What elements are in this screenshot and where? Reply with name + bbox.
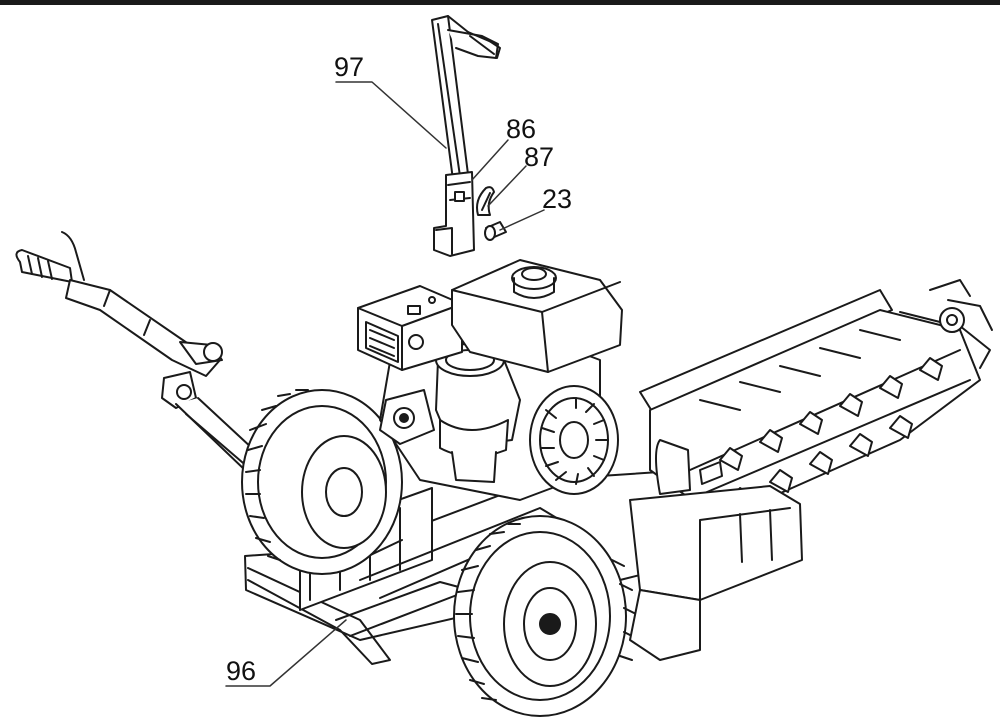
callout-line-86 [471, 139, 509, 181]
air-filter [357, 285, 463, 371]
callout-line-23 [499, 209, 545, 231]
cotter-pin [476, 186, 495, 216]
steering-handle [431, 15, 501, 196]
clevis-pin [484, 221, 507, 241]
callout-line-96 [225, 619, 347, 687]
callout-line-87 [487, 165, 527, 207]
digging-boom [639, 289, 981, 521]
handle-bracket [433, 171, 475, 257]
fuel-tank [451, 259, 623, 373]
callout-96: 96 [226, 656, 256, 686]
recoil-starter [379, 385, 619, 495]
callout-23: 23 [542, 184, 572, 214]
callout-line-97 [335, 81, 447, 149]
chain-guard [629, 485, 803, 661]
left-wheel [241, 389, 403, 575]
callout-86: 86 [506, 114, 536, 144]
top-border [0, 0, 1000, 5]
right-wheel [453, 515, 637, 717]
callout-97: 97 [334, 52, 364, 82]
callout-87: 87 [524, 142, 554, 172]
